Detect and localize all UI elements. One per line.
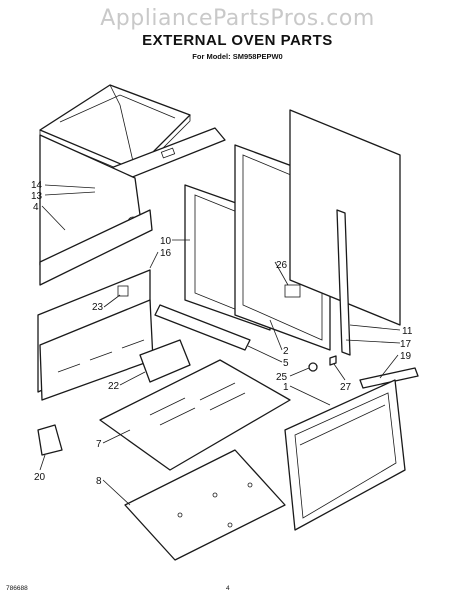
callout-2: 2 — [283, 346, 289, 357]
callout-numbers: 14 13 4 10 16 26 23 11 17 19 2 5 25 27 1… — [31, 180, 413, 487]
page-title: EXTERNAL OVEN PARTS — [142, 32, 333, 49]
document-number: 786688 — [6, 585, 28, 592]
bracket-20 — [37, 424, 63, 456]
control-tray — [99, 359, 291, 471]
callout-27: 27 — [340, 382, 352, 393]
callout-14: 14 — [31, 180, 43, 191]
lower-rail — [154, 304, 251, 351]
callout-4: 4 — [33, 202, 39, 213]
lower-vent-bracket — [39, 299, 154, 401]
callout-22: 22 — [108, 381, 120, 392]
callout-10: 10 — [160, 236, 172, 247]
model-label: For Model: SM958PEPW0 — [192, 52, 283, 61]
callout-7: 7 — [96, 439, 102, 450]
door-hinge — [308, 355, 337, 372]
bottom-plate — [124, 449, 286, 561]
front-door-assembly — [284, 379, 406, 531]
door-handle-bracket — [359, 367, 419, 389]
small-bracket — [139, 339, 191, 383]
callout-13: 13 — [31, 191, 43, 202]
side-bracket — [39, 209, 153, 286]
callout-16: 16 — [160, 248, 172, 259]
leader-lines — [39, 184, 401, 506]
page-number: 4 — [226, 585, 230, 592]
callout-17: 17 — [400, 339, 412, 350]
callout-5: 5 — [283, 358, 289, 369]
callout-25: 25 — [276, 372, 288, 383]
watermark: AppliancePartsPros.com — [100, 6, 375, 31]
callout-1: 1 — [283, 382, 289, 393]
callout-8: 8 — [96, 476, 102, 487]
callout-19: 19 — [400, 351, 412, 362]
callout-20: 20 — [34, 472, 46, 483]
callout-26: 26 — [276, 260, 288, 271]
side-trim-strip — [336, 209, 351, 356]
callout-11: 11 — [402, 326, 413, 337]
callout-23: 23 — [92, 302, 104, 313]
